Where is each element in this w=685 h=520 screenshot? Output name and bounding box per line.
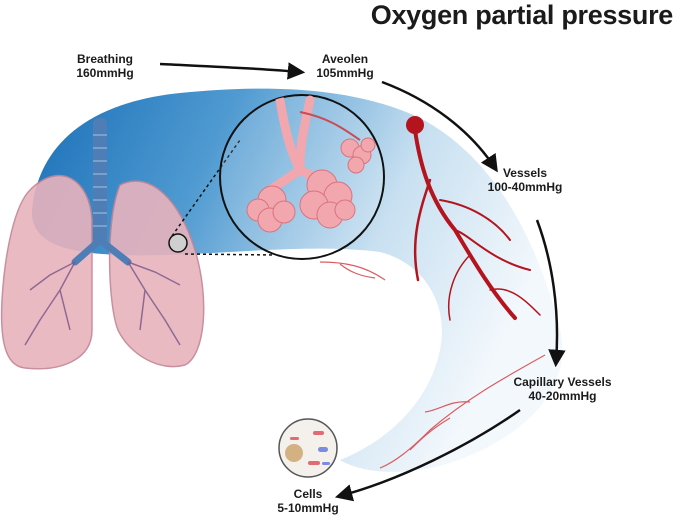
stage-value: 160mmHg <box>76 66 134 80</box>
arrow-vessels-to-capillary <box>535 219 566 368</box>
zoom-line <box>171 139 241 237</box>
label-aveolen: Aveolen 105mmHg <box>305 52 385 80</box>
lungs-icon <box>0 118 205 370</box>
stage-value: 100-40mmHg <box>487 180 563 194</box>
capillary-icon <box>319 261 546 469</box>
arrow-breathing-to-alveoli <box>159 62 306 80</box>
stage-name: Aveolen <box>321 52 369 66</box>
stage-name: Breathing <box>76 52 133 66</box>
label-breathing: Breathing 160mmHg <box>60 52 150 80</box>
stage-name: Cells <box>293 487 323 501</box>
arrow-capillary-to-cells <box>334 408 521 502</box>
label-vessels: Vessels 100-40mmHg <box>480 166 570 194</box>
cell-icon <box>278 418 338 478</box>
alveoli-icon <box>219 94 385 260</box>
arrow-alveoli-to-vessels <box>381 80 498 173</box>
page-title: Oxygen partial pressure <box>370 0 674 30</box>
stage-value: 105mmHg <box>316 66 374 80</box>
zoom-line <box>184 253 276 256</box>
stage-name: Vessels <box>502 166 548 180</box>
blood-vessel-icon <box>406 116 541 321</box>
stage-value: 40-20mmHg <box>528 389 597 403</box>
label-cells: Cells 5-10mmHg <box>268 487 348 515</box>
stage-name: Capillary Vessels <box>513 375 612 389</box>
label-capillary-vessels: Capillary Vessels 40-20mmHg <box>500 375 625 403</box>
stage-value: 5-10mmHg <box>277 501 339 515</box>
